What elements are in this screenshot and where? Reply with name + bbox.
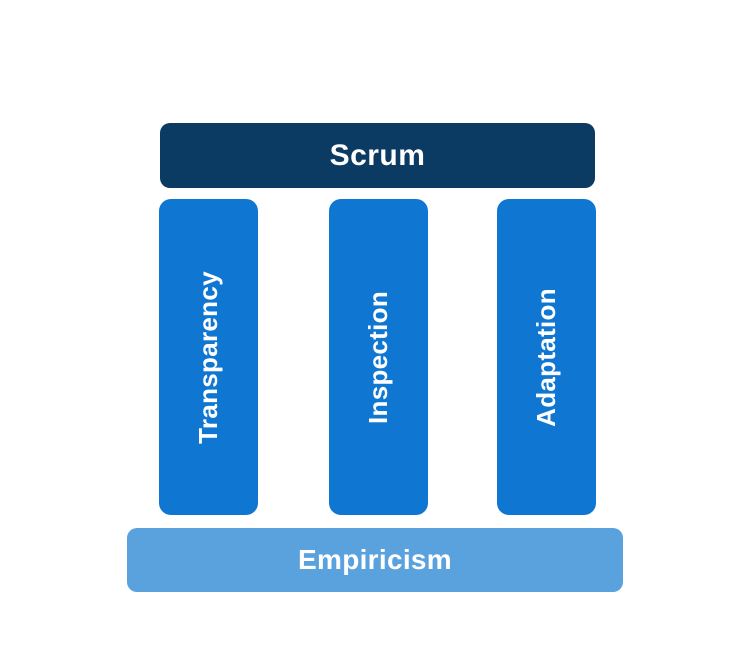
empiricism-label: Empiricism	[298, 544, 452, 575]
scrum-roof-bar: Scrum	[160, 123, 595, 188]
pillar-adaptation-label: Adaptation	[531, 287, 562, 427]
scrum-title: Scrum	[329, 138, 426, 172]
pillar-transparency-label: Transparency	[193, 270, 224, 444]
pillar-inspection: Inspection	[329, 199, 428, 515]
pillar-adaptation: Adaptation	[497, 199, 596, 515]
pillar-transparency: Transparency	[159, 199, 258, 515]
empiricism-foundation-bar: Empiricism	[127, 528, 623, 592]
pillar-inspection-label: Inspection	[363, 290, 394, 424]
